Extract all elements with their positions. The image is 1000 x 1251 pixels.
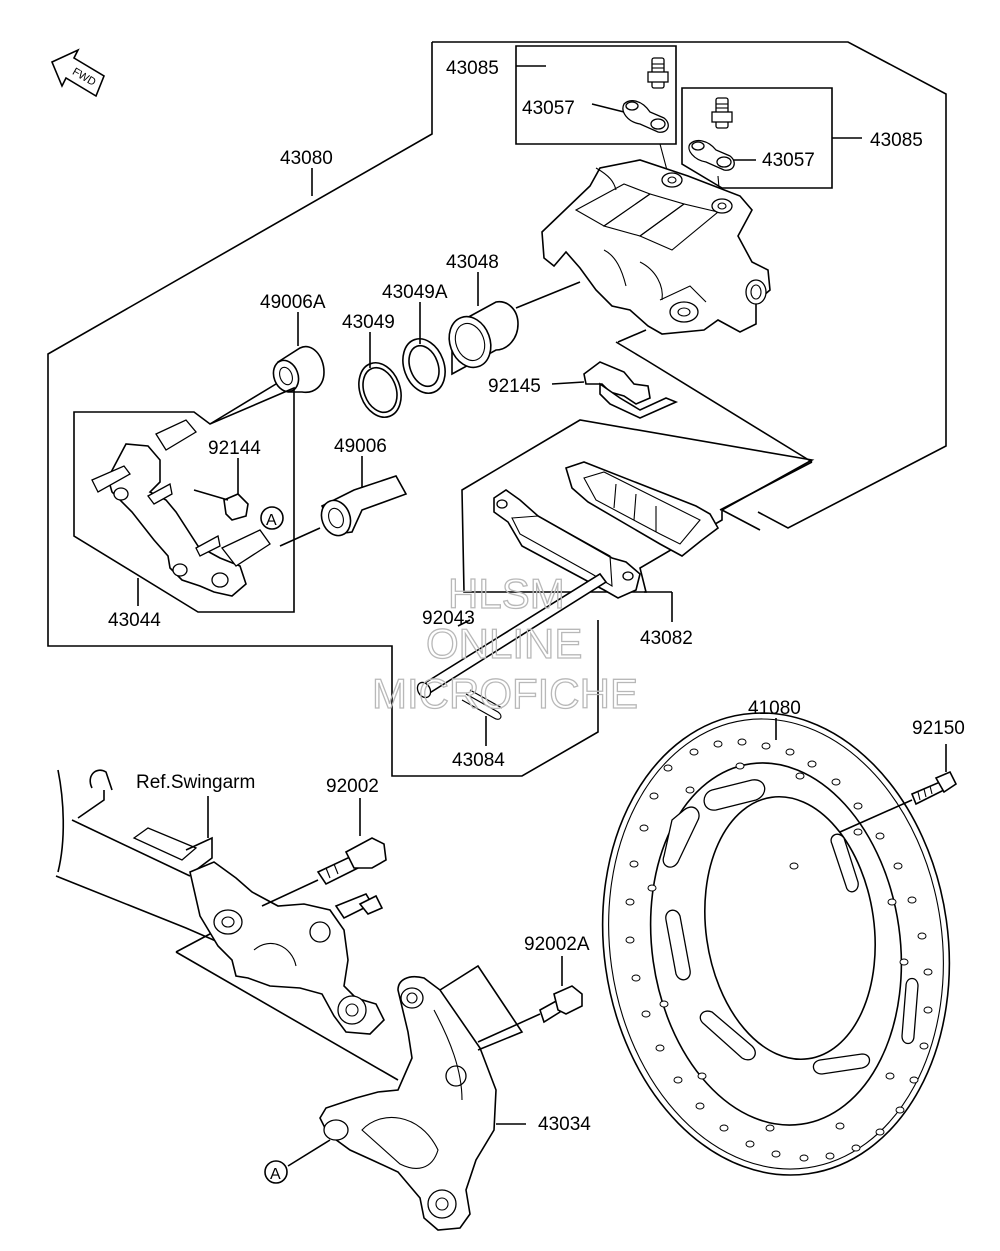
label-43082: 43082 [640, 628, 693, 649]
pad-spring [583, 361, 679, 419]
piston [448, 300, 519, 376]
bleeder-box-top [515, 45, 677, 145]
fwd-arrow-icon: FWD [50, 48, 105, 98]
dust-seal [402, 338, 446, 394]
label-49006: 49006 [334, 436, 387, 457]
swingarm-ref [55, 769, 399, 1081]
pad-pin-clip [223, 493, 249, 521]
label-43057-top: 43057 [522, 98, 575, 119]
caliper-bracket [91, 419, 271, 597]
brake-pad-front [493, 489, 641, 599]
disc-bolt [910, 770, 958, 806]
svg-text:ONLINE: ONLINE [426, 620, 582, 667]
label-43085-right: 43085 [870, 130, 923, 151]
label-43034: 43034 [538, 1114, 591, 1135]
bolt-92002 [316, 837, 387, 886]
anchor-stud [334, 893, 384, 920]
label-43080: 43080 [280, 148, 333, 169]
piston-seal [358, 362, 402, 418]
label-92145: 92145 [488, 376, 541, 397]
label-43057-right: 43057 [762, 150, 815, 171]
label-92002: 92002 [326, 776, 379, 797]
brake-pad-rear [565, 461, 720, 557]
boot-upper [272, 345, 325, 394]
label-43049: 43049 [342, 312, 395, 333]
label-ref-swingarm: Ref.Swingarm [136, 772, 255, 793]
watermark: HLSM ONLINE MICROFICHE [371, 569, 638, 717]
bolt-92002a [539, 985, 583, 1024]
label-92150: 92150 [912, 718, 965, 739]
bracket-box [73, 386, 295, 613]
pad-box [461, 419, 815, 593]
label-41080: 41080 [748, 698, 801, 719]
disc-holes [625, 738, 933, 1162]
label-43085-top: 43085 [446, 58, 499, 79]
label-92043: 92043 [422, 608, 475, 629]
bleeder-cap-right [688, 139, 735, 171]
cotter-pin [461, 689, 503, 720]
svg-text:A: A [270, 1166, 281, 1183]
bleeder-valve-top [647, 57, 669, 89]
label-43048: 43048 [446, 252, 499, 273]
label-92144: 92144 [208, 438, 261, 459]
label-49006a: 49006A [260, 292, 326, 313]
brake-disc [601, 712, 951, 1176]
boot-lower [320, 475, 408, 537]
svg-text:MICROFICHE: MICROFICHE [372, 670, 638, 717]
bleeder-cap-top [622, 100, 669, 133]
label-43049a: 43049A [382, 282, 448, 303]
caliper-assembly-outline-left [47, 42, 599, 777]
label-43084: 43084 [452, 750, 505, 771]
callout-a-top: A [260, 506, 284, 530]
label-43044: 43044 [108, 610, 161, 631]
pad-pin [416, 572, 608, 699]
caliper-mount [319, 975, 497, 1231]
svg-text:A: A [266, 512, 277, 529]
label-92002a: 92002A [524, 934, 590, 955]
anchor-bracket [189, 861, 385, 1035]
bleeder-box-right [681, 87, 833, 189]
bleeder-valve-right [711, 97, 733, 129]
callout-a-bottom: A [264, 1160, 288, 1184]
caliper-body [541, 159, 771, 335]
svg-text:HLSM: HLSM [448, 570, 565, 617]
